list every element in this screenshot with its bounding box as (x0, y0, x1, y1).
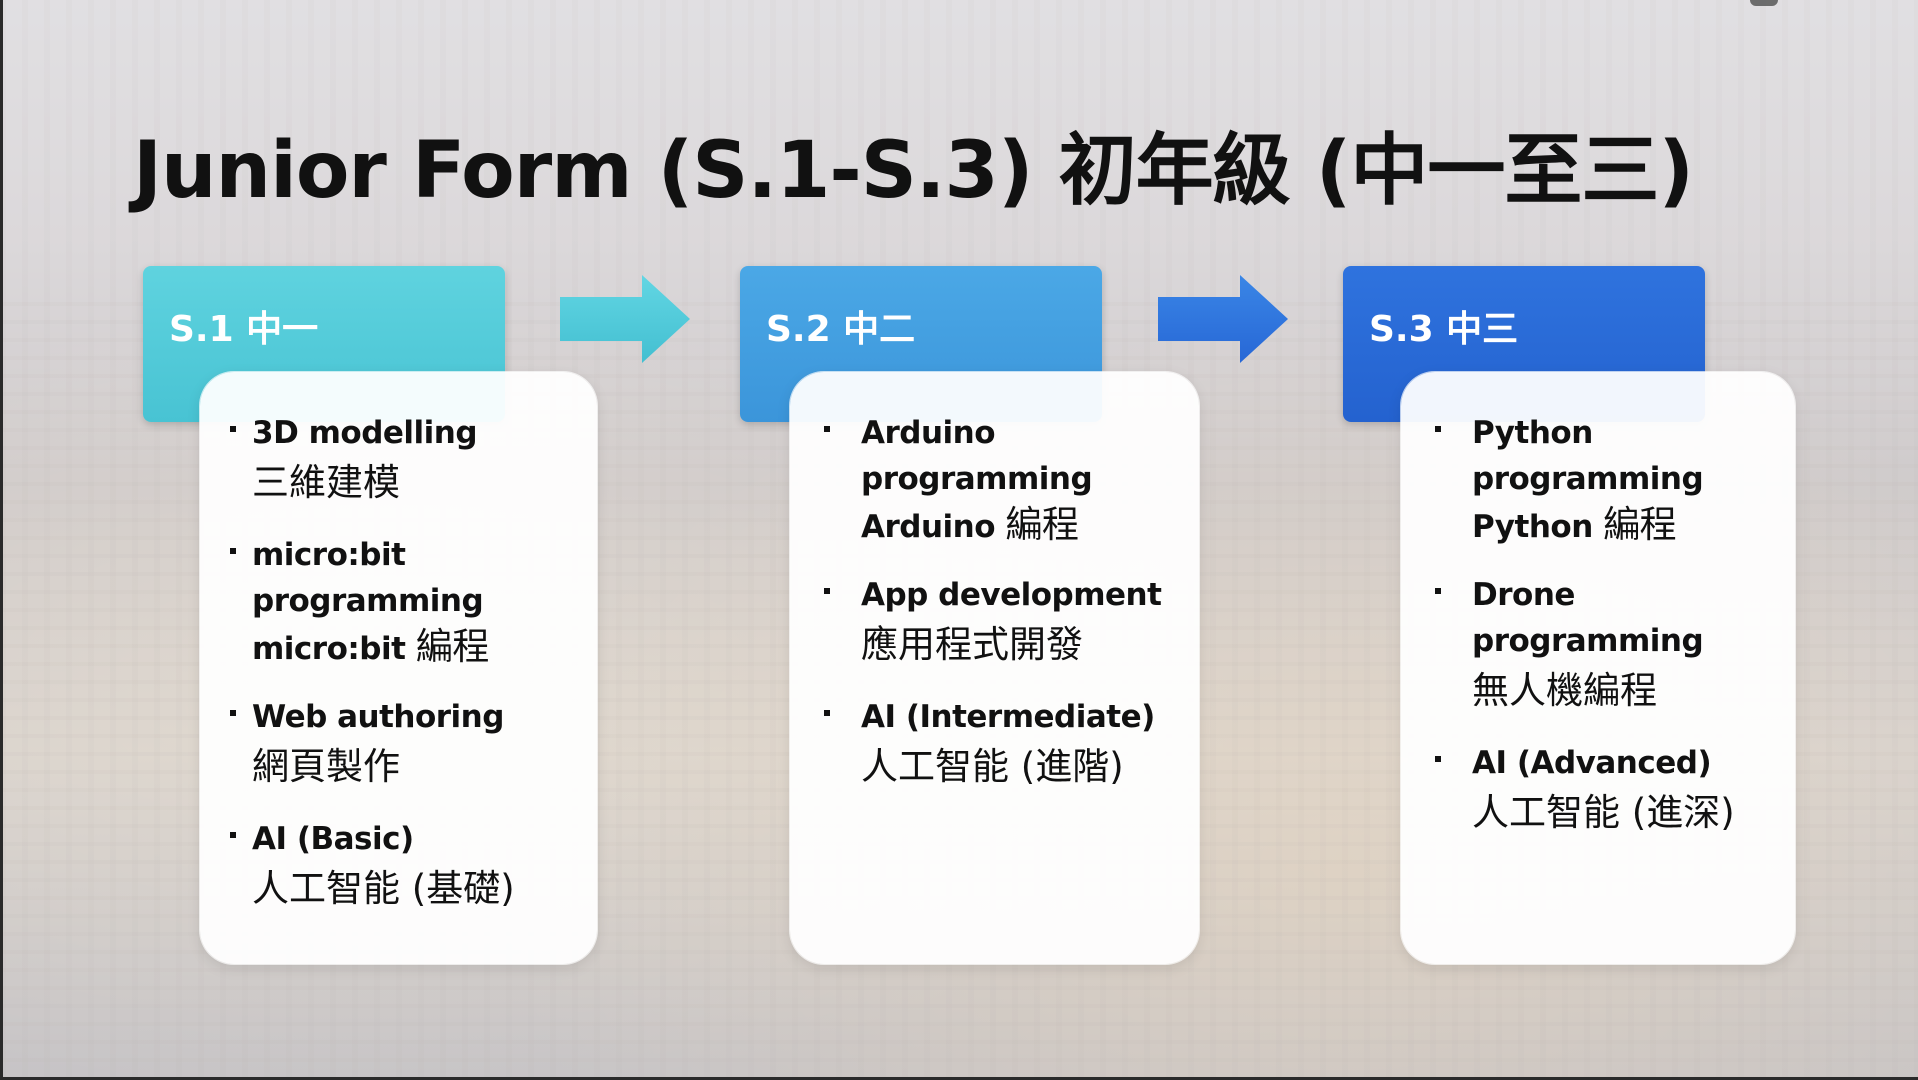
bullet (824, 588, 830, 594)
list-item: App development 應用程式開發 (824, 572, 1199, 672)
stage-card-s2: Arduino programming Arduino 編程 App devel… (790, 372, 1199, 964)
arrow-right-icon (1158, 275, 1288, 363)
bullet (1435, 426, 1441, 432)
top-edge-mark (1750, 0, 1778, 6)
stage-label-s3: S.3 中三 (1369, 309, 1519, 350)
bullet (1435, 756, 1441, 762)
topic-name-mixed: Python 編程 (1472, 503, 1677, 546)
slide-title: Junior Form (S.1-S.3) 初年級 (中一至三) (133, 126, 1694, 216)
frame-edge-left (0, 0, 3, 1080)
topic-name: App development (861, 577, 1162, 613)
bullet (230, 548, 236, 554)
list-item: AI (Basic) 人工智能 (基礎) (230, 816, 515, 916)
topic-name-zh: 網頁製作 (252, 745, 400, 788)
topic-name: Drone programming (1472, 577, 1704, 659)
bullet (824, 710, 830, 716)
frame-edge-bottom (0, 1077, 1918, 1080)
topic-name: AI (Basic) (252, 821, 414, 857)
bullet (230, 832, 236, 838)
topic-list-s2: Arduino programming Arduino 編程 App devel… (824, 410, 1199, 816)
topic-name-zh: 應用程式開發 (861, 623, 1083, 666)
list-item: AI (Advanced) 人工智能 (進深) (1435, 740, 1795, 840)
topic-name: AI (Intermediate) (861, 699, 1155, 735)
topic-name: Arduino programming (861, 415, 1093, 497)
topic-name: 3D modelling (252, 415, 478, 451)
topic-name-zh: 無人機編程 (1472, 669, 1657, 712)
topic-name-zh: 人工智能 (基礎) (252, 867, 515, 910)
list-item: AI (Intermediate) 人工智能 (進階) (824, 694, 1199, 794)
stage-label-s2: S.2 中二 (766, 309, 916, 350)
stage-label-s1: S.1 中一 (169, 309, 319, 350)
topic-name-zh: 人工智能 (進深) (1472, 791, 1735, 834)
bullet (230, 426, 236, 432)
list-item: Web authoring 網頁製作 (230, 694, 515, 794)
arrow-right-icon (560, 275, 690, 363)
topic-name: AI (Advanced) (1472, 745, 1712, 781)
topic-name-mixed: Arduino 編程 (861, 503, 1079, 546)
topic-name-zh: 人工智能 (進階) (861, 745, 1124, 788)
list-item: 3D modelling 三維建模 (230, 410, 515, 510)
topic-name-zh: 三維建模 (252, 461, 400, 504)
list-item: Arduino programming Arduino 編程 (824, 410, 1199, 550)
list-item: Drone programming 無人機編程 (1435, 572, 1795, 718)
bullet (824, 426, 830, 432)
bullet (230, 710, 236, 716)
bullet (1435, 588, 1441, 594)
topic-name: Web authoring (252, 699, 504, 735)
topic-name-mixed: micro:bit 編程 (252, 625, 489, 668)
